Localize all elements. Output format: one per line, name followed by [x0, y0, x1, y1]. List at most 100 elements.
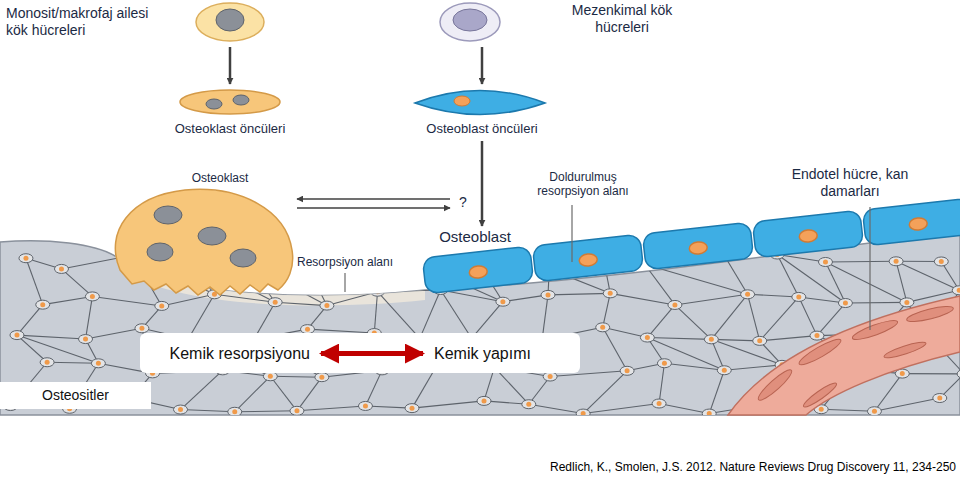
- osteocyte: [867, 407, 881, 416]
- osteocyte: [717, 366, 731, 375]
- osteocyte-process: [548, 293, 610, 295]
- osteocyte: [91, 359, 105, 368]
- osteocyte: [603, 289, 617, 298]
- osteocyte: [371, 287, 385, 296]
- osteoclast-precursor: [180, 90, 280, 114]
- osteocyte: [522, 400, 536, 409]
- osteocyte-process: [610, 293, 675, 305]
- osteocyte: [543, 372, 557, 381]
- osteocyte-process: [297, 406, 366, 411]
- osteoblast-cells: [422, 198, 960, 294]
- osteocyte: [174, 405, 188, 414]
- osteocyte-process: [777, 255, 799, 297]
- osteocyte-process: [235, 410, 297, 412]
- osteocyte-process: [86, 296, 93, 339]
- citation: Redlich, K., Smolen, J.S. 2012. Nature R…: [420, 460, 956, 474]
- osteocyte-process: [711, 339, 782, 365]
- osteocyte-process: [711, 294, 747, 339]
- stem-cell-label: Monosit/makrofaj ailesi kök hücreleri: [2, 2, 160, 42]
- osteocyte-process: [825, 262, 906, 302]
- osteocyte-process: [17, 335, 47, 362]
- stem-cell-label: Mezenkimal kök hücreleri: [552, 2, 692, 36]
- osteocyte-process: [214, 294, 275, 302]
- osteocyte-process: [896, 261, 907, 302]
- osteocyte-process: [270, 376, 297, 411]
- osteocyte: [792, 292, 806, 301]
- osteocyte: [54, 264, 68, 273]
- osteocyte-process: [645, 264, 675, 305]
- monocyte-stem-cell: [196, 3, 264, 41]
- osteocyte-process: [181, 370, 223, 409]
- osteocyte-process: [420, 290, 441, 338]
- osteocyte: [668, 300, 682, 309]
- osteocyte: [741, 290, 755, 299]
- osteocyte-process: [583, 371, 627, 414]
- osteocyte: [358, 401, 372, 410]
- osteocyte: [85, 292, 99, 301]
- osteocyte: [702, 409, 716, 418]
- osteocyte-process: [297, 377, 322, 411]
- osteocyte-process: [43, 296, 93, 304]
- osteocyte: [477, 396, 491, 405]
- osteocyte-process: [845, 302, 906, 304]
- cell-label: Osteoklast: [170, 171, 270, 185]
- osteocyte: [753, 336, 767, 345]
- osteocyte-process: [529, 404, 583, 413]
- osteocyte-process: [378, 292, 420, 339]
- osteocyte: [155, 301, 169, 310]
- precursor-label: Osteoblast öncüleri: [392, 121, 572, 137]
- osteoblast-precursor: [415, 91, 545, 115]
- osteocyte-process: [603, 293, 611, 327]
- region-label: Doldurulmuş resorpsiyon alanı: [518, 170, 648, 199]
- osteocyte: [410, 259, 424, 268]
- region-label: Endotel hücre, kan damarları: [765, 166, 935, 200]
- osteocyte-process: [188, 294, 214, 339]
- osteocyte-process: [874, 374, 902, 412]
- osteocyte-process: [327, 292, 378, 306]
- osteocyte: [704, 335, 718, 344]
- osteocyte: [135, 324, 149, 333]
- osteocyte-process: [709, 370, 724, 413]
- question-mark: ?: [455, 194, 471, 211]
- osteocyte-process: [26, 258, 43, 304]
- osteocyte-process: [162, 294, 215, 306]
- arrow-lines: [230, 47, 482, 226]
- osteocyte-process: [664, 363, 724, 370]
- osteocyte-process: [365, 370, 382, 406]
- blood-vessel: [728, 296, 960, 415]
- osteocyte-process: [748, 294, 760, 341]
- osteocyte-process: [799, 297, 817, 336]
- osteocyte: [652, 399, 666, 408]
- osteoclast-cell: [115, 189, 292, 295]
- osteocyte: [818, 257, 832, 266]
- osteocyte: [40, 358, 54, 367]
- osteocyte: [900, 298, 914, 307]
- node-text: Kemik resorpsiyonu: [170, 344, 311, 363]
- osteocyte-process: [308, 268, 327, 305]
- process-band: [140, 333, 580, 373]
- cell-label: Osteoblast: [420, 228, 530, 246]
- precursor-label: Osteoklast öncüleri: [140, 121, 320, 137]
- osteocyte: [810, 331, 824, 340]
- process-label-box: Kemik resorpsiyonu: [164, 340, 317, 367]
- osteocyte-process: [821, 409, 874, 411]
- osteocyte: [934, 257, 948, 266]
- osteocyte: [263, 372, 277, 381]
- osteocyte: [889, 257, 903, 266]
- process-label-box: Kemik yapımı: [428, 340, 537, 367]
- osteocyte-process: [583, 404, 659, 414]
- osteocyte: [320, 301, 334, 310]
- osteocyte-process: [17, 335, 98, 363]
- osteocyte: [301, 325, 315, 334]
- osteocyte-process: [270, 376, 322, 378]
- osteocyte-process: [825, 261, 896, 263]
- osteocyte: [640, 333, 654, 342]
- osteocyte-process: [92, 296, 161, 305]
- osteocyte: [496, 297, 510, 306]
- osteocyte: [19, 254, 33, 263]
- osteocyte: [657, 359, 671, 368]
- osteocyte-process: [825, 262, 845, 303]
- osteocyte-process: [235, 376, 271, 412]
- osteocyte-process: [748, 294, 799, 297]
